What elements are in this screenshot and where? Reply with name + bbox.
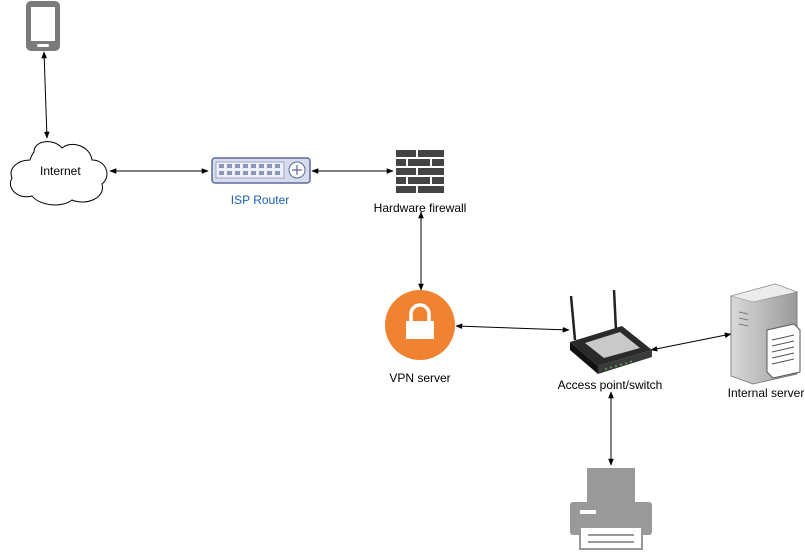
vpn-server-label: VPN server: [389, 371, 451, 385]
edges: [41, 51, 732, 466]
edge-access-point-server: [650, 332, 732, 352]
edge-vpn-access-point: [455, 323, 570, 333]
cloud-icon[interactable]: [10, 141, 108, 206]
wireless-router-icon[interactable]: [569, 289, 652, 374]
firewall-label: Hardware firewall: [373, 201, 467, 215]
lock-icon[interactable]: [385, 290, 455, 360]
printer-icon[interactable]: [570, 468, 652, 550]
server-icon[interactable]: [729, 283, 801, 385]
edge-phone-internet: [41, 51, 50, 139]
isp-router-label: ISP Router: [230, 193, 290, 207]
smartphone-icon[interactable]: [26, 1, 60, 51]
brick-wall-icon[interactable]: [396, 150, 444, 193]
internal-server-label: Internal server: [727, 386, 805, 400]
router-icon[interactable]: [211, 157, 311, 184]
internet-label: Internet: [40, 164, 81, 178]
access-point-label: Access point/switch: [557, 378, 663, 392]
